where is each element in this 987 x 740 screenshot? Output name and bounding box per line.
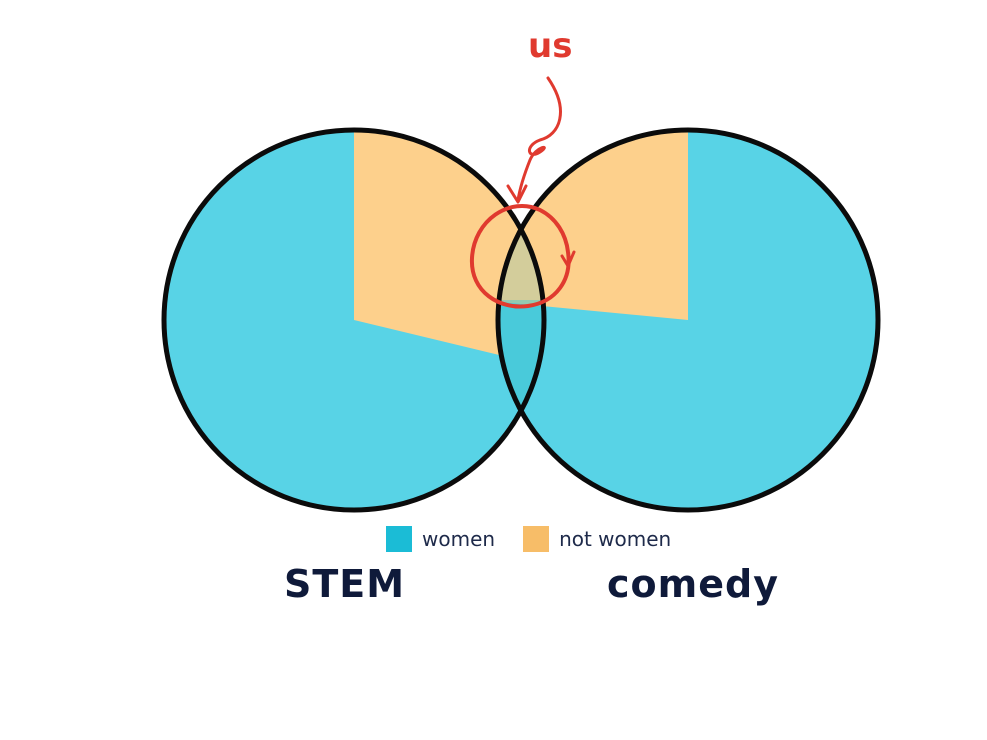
legend-swatch-women <box>386 526 412 552</box>
set-label-stem: STEM <box>284 562 406 606</box>
legend: women not women <box>386 526 699 552</box>
legend-label-women: women <box>422 527 496 551</box>
comedy-circle-outline <box>495 127 881 513</box>
annotation-circle-tick <box>560 250 576 270</box>
annotation-label: us <box>528 26 573 66</box>
legend-item-not-women: not women <box>523 526 671 552</box>
legend-item-women: women <box>386 526 495 552</box>
legend-label-not-women: not women <box>559 527 672 551</box>
legend-swatch-not-women <box>523 526 550 552</box>
set-label-comedy: comedy <box>607 562 779 606</box>
stem-circle-outline <box>161 127 547 513</box>
annotation-arrow <box>516 76 562 202</box>
annotation-arrowhead <box>506 184 528 204</box>
annotation-circle <box>469 203 571 309</box>
